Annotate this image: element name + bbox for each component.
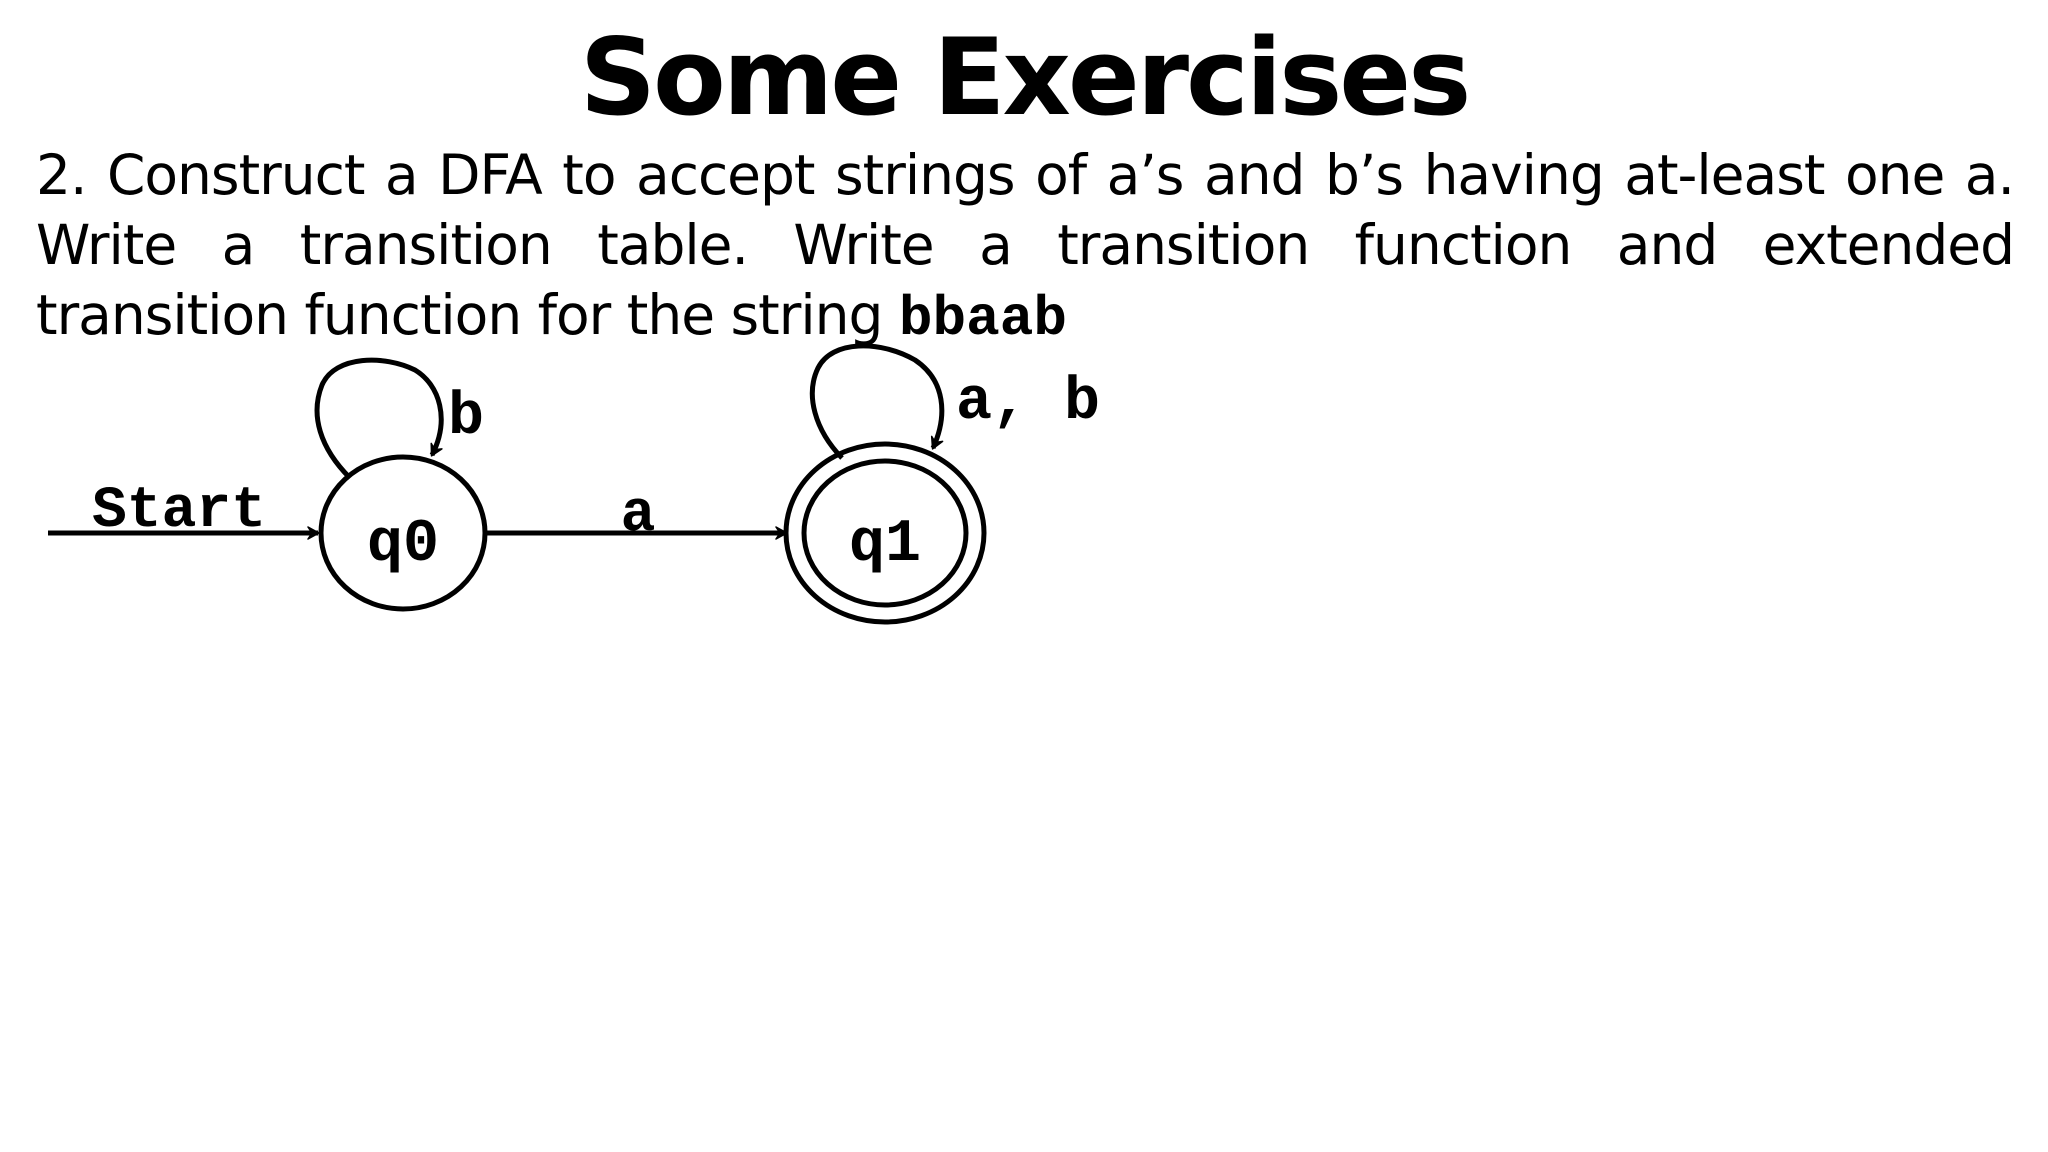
transition-label-q1-q1: a, b bbox=[956, 369, 1100, 437]
state-q1-inner bbox=[801, 458, 969, 608]
self-loop-q1 bbox=[809, 343, 945, 460]
self-loop-q0 bbox=[314, 357, 444, 480]
state-q1-label: q1 bbox=[849, 511, 921, 579]
dfa-diagram: Start q0 b a q1 a, b bbox=[48, 343, 1100, 625]
slide-title: Some Exercises bbox=[579, 16, 1472, 139]
start-label: Start bbox=[92, 479, 266, 544]
state-q0-label: q0 bbox=[367, 511, 439, 579]
transition-label-q0-q0: b bbox=[448, 384, 484, 452]
transition-label-q0-q1: a bbox=[621, 483, 656, 548]
exercise-prompt: 2. Construct a DFA to accept strings of … bbox=[36, 143, 2015, 347]
exercise-string: bbaab bbox=[898, 287, 1067, 351]
exercise-text: 2. Construct a DFA to accept strings of … bbox=[36, 140, 2015, 354]
